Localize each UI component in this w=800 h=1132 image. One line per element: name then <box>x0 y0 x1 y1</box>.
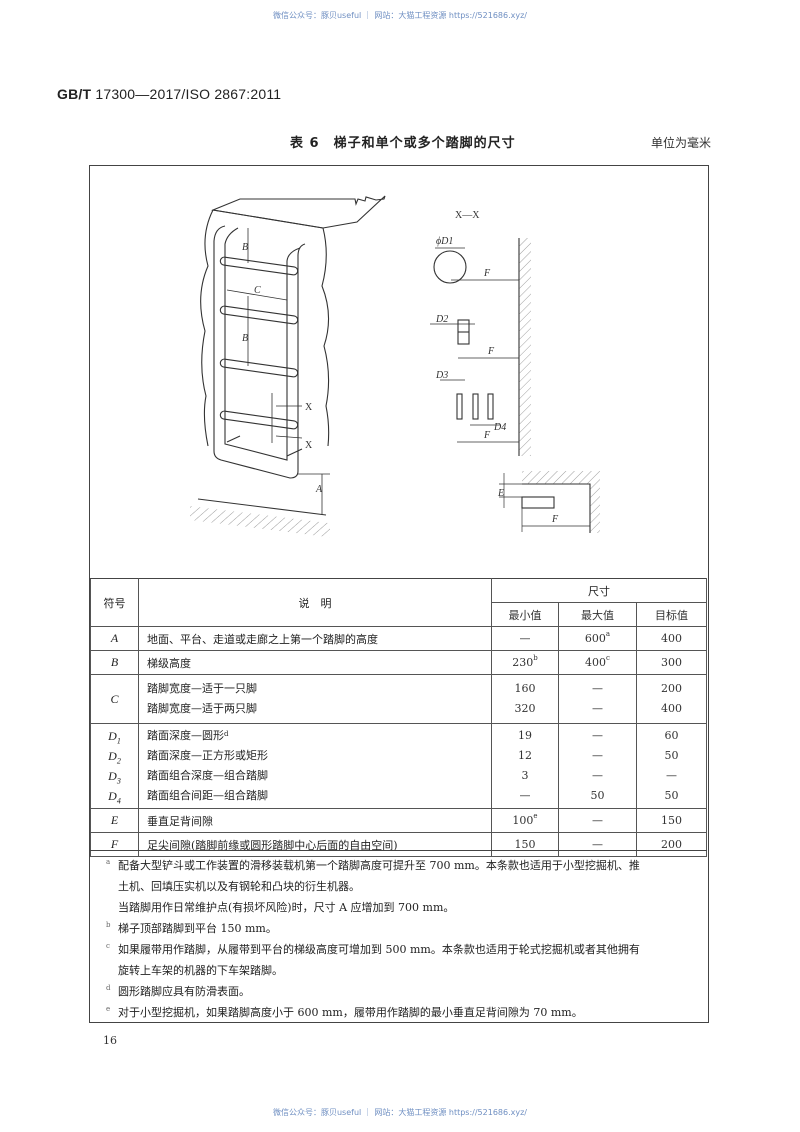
page-number: 16 <box>103 1034 117 1047</box>
footnote-b: b 梯子顶部踏脚到平台 150 mm。 <box>106 921 277 935</box>
symbol: A <box>90 626 139 651</box>
header-target: 目标值 <box>636 602 707 627</box>
table-row-B: B 梯级高度 230b 400c 300 <box>90 650 707 675</box>
description: 地面、平台、走道或走廊之上第一个踏脚的高度 <box>138 626 492 651</box>
min-value: 19 12 3 — <box>491 723 559 809</box>
max-value: 600a <box>558 626 637 651</box>
max-value: 400c <box>558 650 637 675</box>
target-value: 150 <box>636 808 707 833</box>
label-F1: F <box>483 268 491 279</box>
description: 梯级高度 <box>138 650 492 675</box>
table-row-D: D1 D2 D3 D4 踏面深度—圆形d 踏面深度—正方形或矩形 踏面组合深度—… <box>90 723 707 809</box>
watermark-top: 微信公众号：豚贝useful ｜ 网站：大猫工程资源 https://52168… <box>272 11 528 20</box>
footnote-d: d 圆形踏脚应具有防滑表面。 <box>106 984 250 998</box>
label-X-lower: X <box>305 440 313 451</box>
description: 踏面深度—圆形d 踏面深度—正方形或矩形 踏面组合深度—组合踏脚 踏面组合间距—… <box>138 723 492 809</box>
label-X-upper: X <box>305 402 313 413</box>
table-row-A: A 地面、平台、走道或走廊之上第一个踏脚的高度 — 600a 400 <box>90 626 707 651</box>
label-A: A <box>315 484 323 495</box>
max-value: — <box>558 808 637 833</box>
max-value: — — <box>558 674 637 724</box>
header-description: 说 明 <box>138 578 492 627</box>
header-symbol: 符号 <box>90 578 139 627</box>
description: 足尖间隙(踏脚前缘或圆形踏脚中心后面的自由空间) <box>138 832 492 857</box>
label-B-top: B <box>242 242 248 253</box>
label-F2: F <box>487 346 495 357</box>
label-B-mid: B <box>242 333 248 344</box>
target-value: 300 <box>636 650 707 675</box>
max-value: — <box>558 832 637 857</box>
dimensions-table: 符号 说 明 尺寸 最小值 最大值 目标值 A 地面、平台、走道或走廊之上第一个… <box>90 578 707 857</box>
description: 踏脚宽度—适于一只脚 踏脚宽度—适于两只脚 <box>138 674 492 724</box>
label-D3: D3 <box>435 370 448 381</box>
target-value: 200 <box>636 832 707 857</box>
footnote-e: e 对于小型挖掘机，如果踏脚高度小于 600 mm，履带用作踏脚的最小垂直足背间… <box>106 1005 583 1019</box>
section-label: X—X <box>455 210 480 221</box>
description: 垂直足背间隙 <box>138 808 492 833</box>
label-D4: D4 <box>493 422 506 433</box>
label-D2: D2 <box>435 314 448 325</box>
watermark-bottom: 微信公众号：豚贝useful ｜ 网站：大猫工程资源 https://52168… <box>272 1108 528 1117</box>
min-value: 160 320 <box>491 674 559 724</box>
max-value: — — — 50 <box>558 723 637 809</box>
table-title: 表 6 梯子和单个或多个踏脚的尺寸 <box>290 136 516 151</box>
label-C: C <box>254 285 261 296</box>
label-phiD1: ϕD1 <box>436 236 453 247</box>
label-F3: F <box>483 430 491 441</box>
target-value: 200 400 <box>636 674 707 724</box>
label-E: E <box>497 488 504 499</box>
footnotes: a 配备大型铲斗或工作装置的滑移装载机第一个踏脚高度可提升至 700 mm。本条… <box>90 850 707 1023</box>
symbol: F <box>90 832 139 857</box>
table-row-E: E 垂直足背间隙 100e — 150 <box>90 808 707 833</box>
symbol: E <box>90 808 139 833</box>
section-drawing <box>430 238 591 533</box>
table-frame: B C B A X X X—X <box>89 165 709 1023</box>
standard-prefix: GB/T <box>57 86 92 102</box>
header-min: 最小值 <box>491 602 559 627</box>
standard-code: GB/T 17300—2017/ISO 2867:2011 <box>57 86 281 102</box>
ladder-drawing <box>197 195 386 516</box>
min-value: — <box>491 626 559 651</box>
min-value: 150 <box>491 832 559 857</box>
label-F4: F <box>551 514 559 525</box>
header-dimension: 尺寸 <box>491 578 707 603</box>
table-row-C: C 踏脚宽度—适于一只脚 踏脚宽度—适于两只脚 160 320 — — 200 … <box>90 674 707 724</box>
unit-note: 单位为毫米 <box>651 136 712 150</box>
table-row-F: F 足尖间隙(踏脚前缘或圆形踏脚中心后面的自由空间) 150 — 200 <box>90 832 707 857</box>
min-value: 100e <box>491 808 559 833</box>
target-value: 400 <box>636 626 707 651</box>
min-value: 230b <box>491 650 559 675</box>
footnote-a: a 配备大型铲斗或工作装置的滑移装载机第一个踏脚高度可提升至 700 mm。本条… <box>106 858 640 914</box>
target-value: 60 50 — 50 <box>636 723 707 809</box>
standard-number: 17300—2017/ISO 2867:2011 <box>95 86 282 102</box>
symbol: D1 D2 D3 D4 <box>90 723 139 809</box>
header-max: 最大值 <box>558 602 637 627</box>
footnote-c: c 如果履带用作踏脚，从履带到平台的梯级高度可增加到 500 mm。本条款也适用… <box>106 942 640 977</box>
ladder-diagram: B C B A X X X—X <box>190 195 600 538</box>
symbol: C <box>90 674 139 724</box>
symbol: B <box>90 650 139 675</box>
